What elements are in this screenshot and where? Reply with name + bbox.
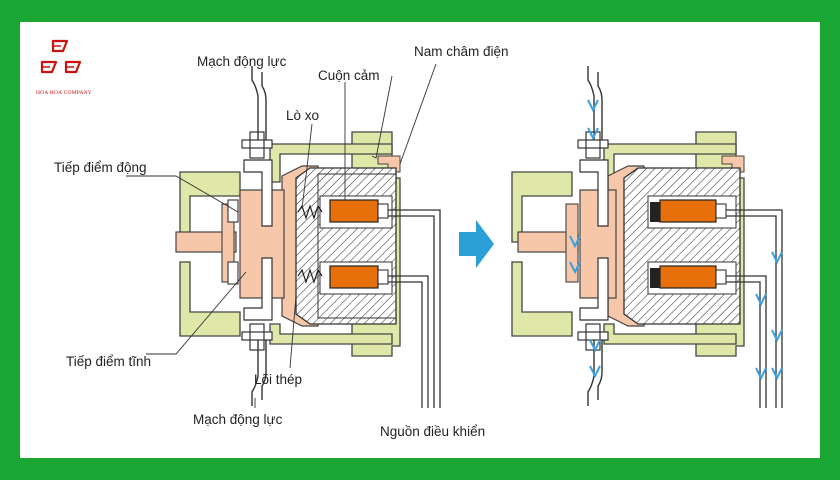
armature-rod <box>175 231 237 253</box>
frame-left-bottom <box>179 261 241 337</box>
label-power-circuit-top: Mạch động lực <box>197 54 287 69</box>
coil-bottom-energized <box>659 265 717 289</box>
spring-compressed-bottom <box>650 268 660 288</box>
control-wire-1 <box>388 209 441 408</box>
coil-bottom <box>329 265 379 289</box>
label-fixed-contact: Tiếp điểm tĩnh <box>66 354 151 369</box>
iron-core-moving <box>295 167 397 325</box>
power-wire-bottom <box>251 336 259 406</box>
label-coil: Cuộn cảm <box>318 68 380 83</box>
coil-top <box>329 199 379 223</box>
label-power-circuit-bottom: Mạch động lực <box>193 412 283 427</box>
leader-lines <box>126 63 437 408</box>
spring-compressed-top <box>650 202 660 222</box>
power-wire-top <box>251 66 259 144</box>
label-electromagnet: Nam châm điện <box>414 44 509 59</box>
label-moving-contact: Tiếp điểm động <box>54 160 147 175</box>
control-wire-2 <box>388 275 429 408</box>
logo-text: HOA HOA COMPANY <box>36 90 92 96</box>
fixed-contact-top <box>243 159 273 227</box>
company-logo: HOA HOA COMPANY <box>36 39 92 96</box>
label-control-source: Nguồn điều khiển <box>380 424 485 439</box>
transition-arrow-icon <box>459 220 494 268</box>
terminal-screw-bottom <box>241 331 273 341</box>
contactor-energized <box>511 66 783 408</box>
label-iron-core: Lõi thép <box>254 372 302 387</box>
contactor-de-energized <box>175 66 441 408</box>
fixed-contact-bottom <box>243 257 273 321</box>
current-flow-arrows <box>569 99 783 381</box>
coil-top-energized <box>659 199 717 223</box>
label-spring: Lò xo <box>286 108 319 123</box>
spring-bottom <box>297 268 323 284</box>
terminal-screw-top <box>241 139 273 149</box>
